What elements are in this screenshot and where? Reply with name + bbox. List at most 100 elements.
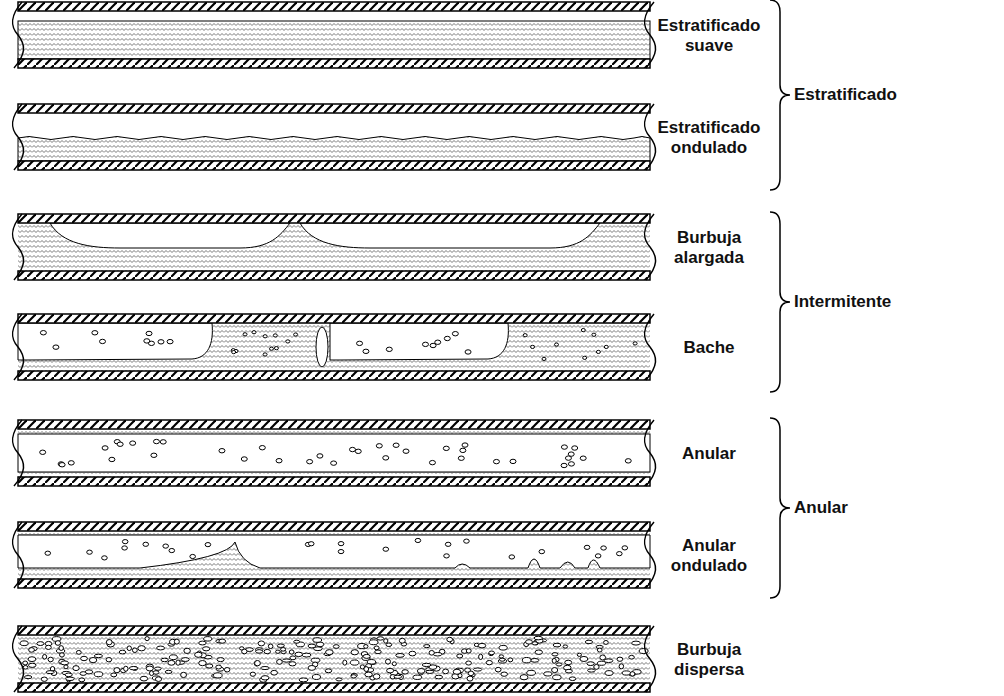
bubble — [119, 650, 125, 654]
bubble — [542, 357, 546, 360]
bubble — [453, 669, 461, 674]
bubble — [604, 640, 609, 644]
bubble — [604, 659, 613, 663]
bubble — [289, 650, 294, 654]
bubble — [583, 356, 587, 359]
bubble — [458, 456, 464, 460]
bubble — [294, 640, 300, 643]
bubble — [580, 656, 588, 661]
bubble — [351, 675, 356, 678]
bubble — [55, 641, 60, 646]
bubble — [510, 459, 516, 463]
bubble — [181, 658, 189, 662]
bubble — [92, 331, 98, 335]
bubble — [59, 463, 65, 467]
bubble — [422, 342, 428, 346]
bubble — [595, 554, 601, 558]
group-brace — [770, 0, 790, 190]
bubble — [155, 677, 161, 682]
bubble — [240, 647, 244, 650]
bubble — [281, 648, 286, 652]
bubble — [364, 645, 368, 649]
bubble — [28, 657, 36, 662]
bubble — [464, 539, 470, 543]
bubble — [290, 656, 296, 660]
bubble — [307, 459, 313, 463]
bubble — [308, 665, 315, 670]
bubble — [373, 674, 380, 679]
bubble — [255, 660, 261, 665]
bubble — [539, 550, 545, 554]
bubble — [132, 648, 137, 653]
bubble — [625, 459, 631, 463]
bubble — [146, 666, 153, 671]
bubble — [532, 642, 537, 645]
bubble — [224, 668, 229, 672]
bubble — [73, 666, 79, 671]
bubble — [190, 554, 196, 558]
bubble — [426, 670, 434, 673]
bubble — [102, 446, 108, 450]
bubble — [263, 335, 267, 338]
bubble — [499, 645, 507, 650]
pattern-label: Estratificado suave — [652, 16, 766, 56]
bubble — [386, 643, 392, 647]
bubble — [563, 645, 568, 648]
bubble — [268, 644, 273, 649]
bubble — [167, 339, 173, 343]
pipe-wall — [18, 59, 650, 68]
group-label: Estratificado — [794, 85, 897, 105]
bubble — [383, 456, 389, 460]
bubble — [302, 653, 311, 657]
bubble — [286, 340, 290, 343]
bubble — [392, 662, 396, 666]
bubble — [508, 658, 513, 662]
bubble — [565, 660, 572, 664]
bubble — [377, 637, 384, 640]
bubble — [561, 463, 567, 467]
pattern-label: Estratificado ondulado — [652, 118, 766, 158]
elongated-bubble — [300, 223, 600, 248]
bubble — [479, 654, 483, 659]
bubble — [535, 650, 542, 654]
pipe-wall — [18, 161, 650, 170]
bubble — [596, 350, 600, 353]
bubble — [158, 340, 164, 344]
bubble — [585, 640, 592, 643]
bubble — [66, 677, 75, 680]
bubble — [363, 654, 370, 658]
bubble — [413, 675, 422, 679]
bubble — [523, 334, 527, 337]
bubble — [214, 673, 223, 678]
bubble — [561, 445, 567, 449]
bubble — [264, 649, 271, 653]
bubble — [184, 648, 190, 653]
pipe-break — [644, 214, 655, 280]
pipe-break — [12, 626, 23, 692]
bubble — [122, 546, 128, 550]
bubble — [396, 653, 404, 657]
bubble — [276, 458, 282, 462]
bubble — [204, 637, 212, 641]
bubble — [457, 654, 463, 658]
bubble — [338, 549, 344, 553]
bubble — [144, 339, 150, 343]
bubble — [399, 638, 405, 643]
bubble — [176, 660, 180, 665]
bubble — [350, 660, 358, 665]
bubble — [604, 345, 608, 348]
bubble — [409, 651, 416, 656]
bubble — [299, 678, 308, 682]
pipe-break — [644, 626, 655, 692]
bubble — [630, 672, 635, 676]
bubble — [552, 658, 556, 663]
bubble — [351, 650, 358, 655]
bubble — [460, 448, 466, 452]
bubble — [374, 646, 379, 650]
bubble — [597, 648, 602, 652]
bubble — [219, 639, 226, 643]
bubble — [79, 678, 85, 682]
bubble — [552, 668, 558, 673]
bubble — [486, 660, 492, 664]
pattern-label: Bache — [652, 338, 766, 358]
